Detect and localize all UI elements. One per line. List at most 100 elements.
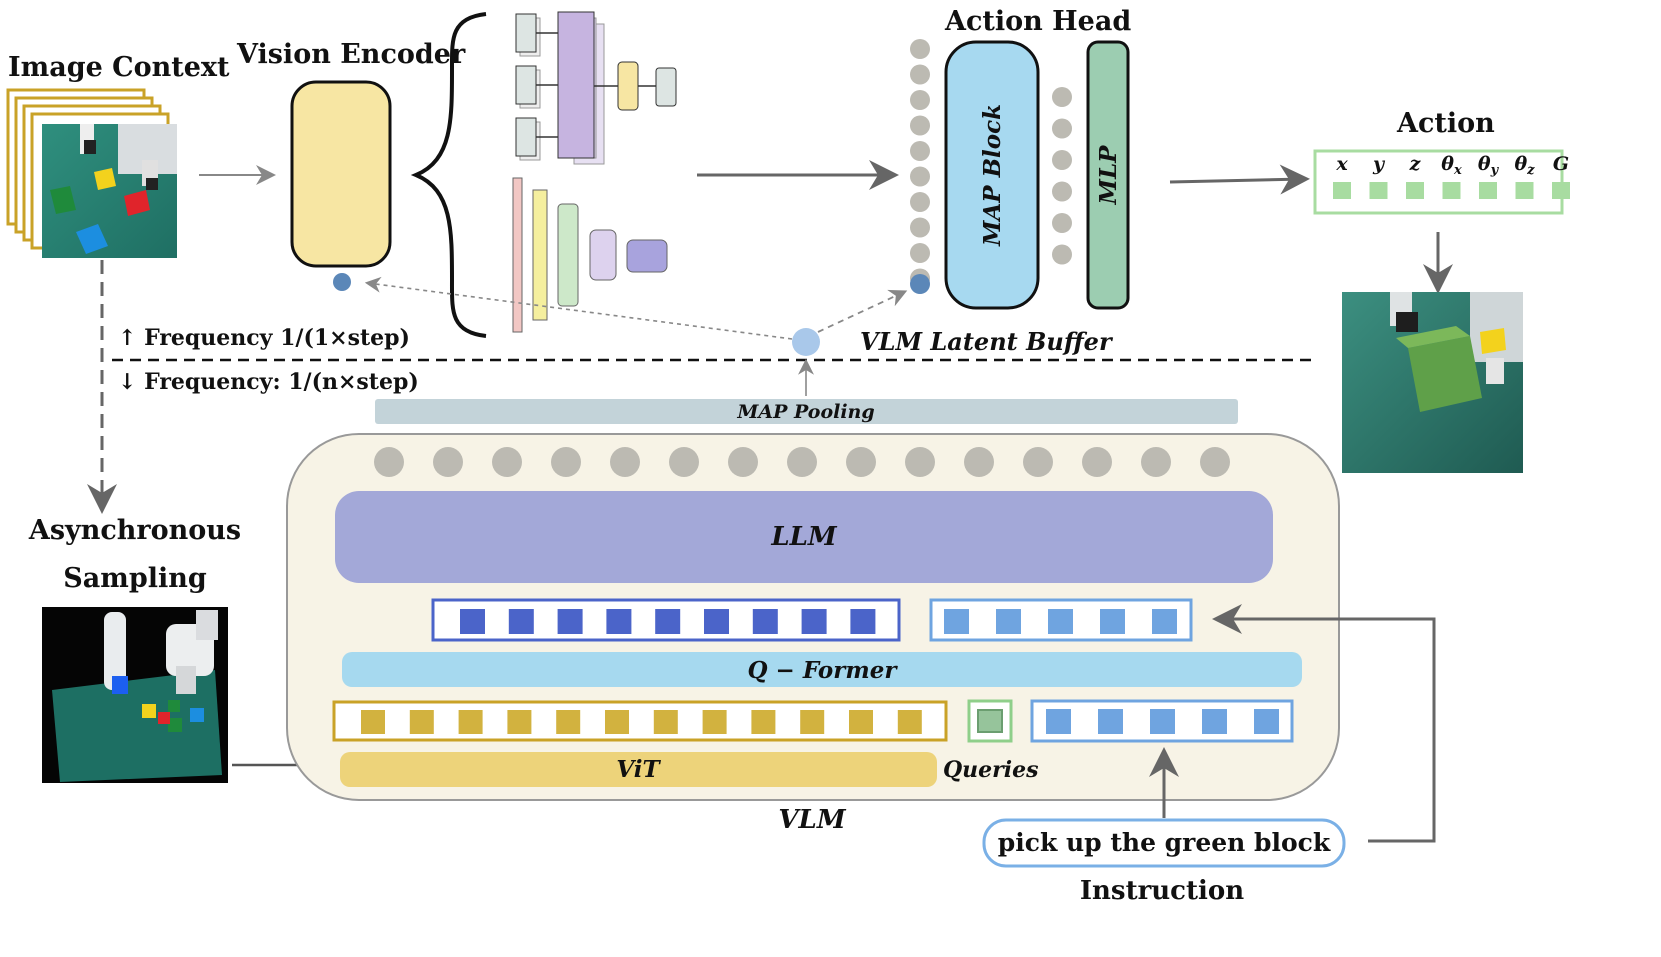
query-output-token	[460, 609, 485, 634]
vision-token-box	[332, 700, 948, 742]
queries-label: Queries	[943, 757, 1039, 783]
vlm-latent-buffer-node	[792, 328, 820, 356]
vlm-label: VLM	[778, 805, 846, 835]
vit-label: ViT	[616, 756, 661, 783]
llm-output-token	[846, 447, 876, 477]
buffer-to-encoder-arrow	[364, 276, 793, 340]
vit-block	[340, 752, 937, 787]
action-head-latent	[910, 39, 930, 59]
llm-output-token	[551, 447, 581, 477]
instruction-token	[1152, 609, 1177, 634]
vision-token	[800, 710, 825, 734]
action-head-latent	[910, 166, 930, 187]
map-output-latent	[1052, 181, 1072, 202]
vision-token	[556, 710, 581, 734]
vision-token	[751, 710, 776, 734]
vision-token	[361, 710, 385, 734]
action-dim-token	[1552, 182, 1570, 199]
action-dim-token	[1515, 182, 1534, 199]
instruction-token	[1254, 709, 1279, 734]
map-output-latent	[1052, 118, 1072, 139]
action-head-latent	[910, 141, 930, 161]
frequency-high-label: ↑ Frequency 1/(1×step)	[118, 325, 410, 351]
action-head-latent	[910, 115, 930, 136]
query-output-token	[557, 609, 583, 634]
action-head-vlm-latent-node	[910, 274, 930, 294]
vision-token	[702, 710, 727, 734]
encoder-detail-schematic	[512, 11, 677, 333]
llm-output-token	[728, 447, 758, 477]
instruction-token	[1150, 709, 1175, 734]
mlp-to-action-arrow	[1169, 164, 1310, 195]
llm-output-token	[787, 447, 817, 477]
map-block	[944, 40, 1040, 310]
llm-output-token	[433, 447, 463, 477]
vision-token	[458, 710, 483, 734]
map-output-latent	[1052, 87, 1072, 107]
action-head-latent	[910, 243, 930, 263]
llm-label: LLM	[770, 522, 838, 552]
query-output-token	[850, 609, 876, 634]
scene-async-sample	[42, 607, 228, 783]
llm-output-token	[1023, 447, 1053, 477]
image-context-title: Image Context	[8, 52, 230, 83]
async-sampling-title-line2: Sampling	[63, 563, 207, 594]
mlp-block	[1086, 40, 1130, 310]
vision-token	[409, 710, 434, 734]
instruction-text: pick up the green block	[998, 828, 1331, 857]
encoder-brace	[410, 12, 487, 338]
action-dim-label: y	[1372, 153, 1386, 175]
vision-tokens	[361, 710, 922, 734]
vision-token	[653, 710, 678, 734]
llm-output-token	[1141, 447, 1171, 477]
instruction-token	[1202, 709, 1227, 734]
instruction-label: Instruction	[1080, 876, 1244, 906]
vision-token	[849, 710, 873, 734]
action-head-latent	[910, 192, 930, 212]
vision-encoder-block	[290, 80, 392, 268]
action-head-title: Action Head	[944, 6, 1131, 37]
map-pooling-label: MAP Pooling	[736, 401, 874, 423]
vision-token	[605, 710, 629, 734]
vision-token	[897, 710, 922, 734]
qformer-label: Q − Former	[748, 657, 899, 684]
llm-output-token	[964, 447, 994, 477]
query-output-token	[606, 609, 632, 634]
action-dim-label: z	[1409, 153, 1422, 175]
action-head-latent-column	[910, 39, 930, 289]
action-head-latent	[910, 90, 930, 110]
llm-output-tokens	[374, 447, 1230, 477]
buffer-to-action-head-arrow	[817, 289, 908, 333]
llm-output-token	[905, 447, 935, 477]
llm-output-token	[492, 447, 522, 477]
instruction-box	[982, 818, 1346, 868]
query-output-token	[752, 609, 778, 634]
scene-action-result	[1342, 292, 1523, 473]
llm-output-token	[610, 447, 640, 477]
action-dim-token	[1369, 182, 1388, 199]
instruction-token	[1098, 709, 1123, 734]
map-block-label: MAP Block	[979, 104, 1006, 247]
map-output-latent	[1052, 244, 1072, 265]
instruction-token	[1046, 709, 1071, 734]
map-output-column	[1052, 87, 1072, 265]
mlp-label: MLP	[1095, 145, 1122, 206]
action-vector-box	[1313, 149, 1564, 215]
vision-token	[507, 710, 532, 734]
qformer-block	[342, 652, 1302, 687]
llm-output-token	[1082, 447, 1112, 477]
action-dim-label: G	[1553, 153, 1569, 175]
query-output-token	[508, 609, 534, 634]
frequency-low-label: ↓ Frequency: 1/(n×step)	[118, 369, 419, 395]
action-head-latent	[910, 64, 930, 85]
image-context-stack	[6, 88, 177, 258]
instruction-to-llm-arrow	[1212, 604, 1436, 843]
scene-image-context	[42, 124, 177, 258]
instruction-token	[944, 609, 969, 634]
action-title: Action	[1396, 108, 1495, 139]
action-dim-token	[1479, 182, 1497, 199]
instruction-token	[996, 609, 1021, 634]
action-dim-token	[1406, 182, 1424, 199]
async-sampling-title-line1: Asynchronous	[28, 515, 241, 546]
